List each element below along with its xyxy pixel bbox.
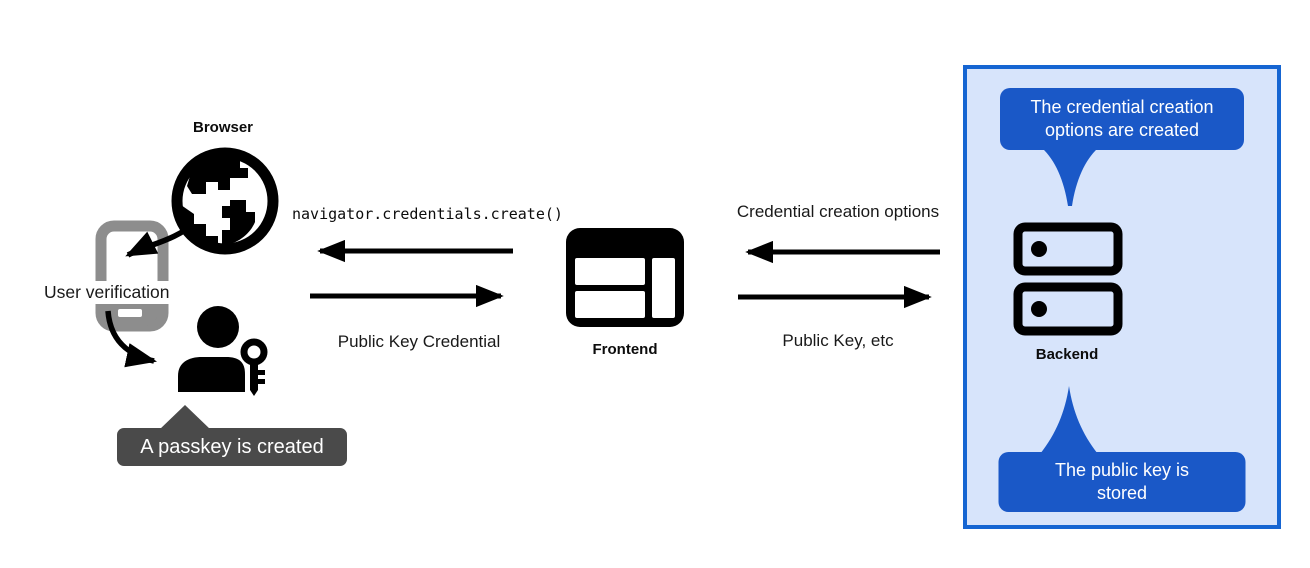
credential-creation-options-label: Credential creation options xyxy=(736,202,940,221)
public-key-etc-label: Public Key, etc xyxy=(782,331,894,350)
server-stack-icon xyxy=(1013,222,1123,336)
backend-panel: The credential creation options are crea… xyxy=(963,65,1281,529)
browser-window-icon xyxy=(566,228,684,327)
passkey-tooltip: A passkey is created xyxy=(117,428,347,466)
frontend-label: Frontend xyxy=(592,341,658,358)
person-key-icon xyxy=(178,306,268,396)
credential-options-callout-pointer xyxy=(1042,148,1098,206)
public-key-callout: The public key is stored xyxy=(998,452,1246,512)
credential-options-callout: The credential creation options are crea… xyxy=(1000,88,1244,150)
smartphone-icon xyxy=(95,220,169,332)
create-call-label: navigator.credentials.create() xyxy=(292,205,563,223)
backend-label: Backend xyxy=(1035,346,1099,363)
globe-icon xyxy=(171,147,279,255)
passkey-tooltip-text: A passkey is created xyxy=(140,436,324,458)
public-key-callout-text: The public key is stored xyxy=(1054,459,1190,503)
credential-options-callout-text: The credential creation options are crea… xyxy=(1030,96,1214,140)
public-key-callout-pointer xyxy=(1040,386,1098,454)
user-verification-label: User verification xyxy=(40,281,174,304)
passkey-tooltip-pointer xyxy=(159,405,211,430)
public-key-credential-label: Public Key Credential xyxy=(337,332,501,351)
browser-label: Browser xyxy=(192,119,254,136)
